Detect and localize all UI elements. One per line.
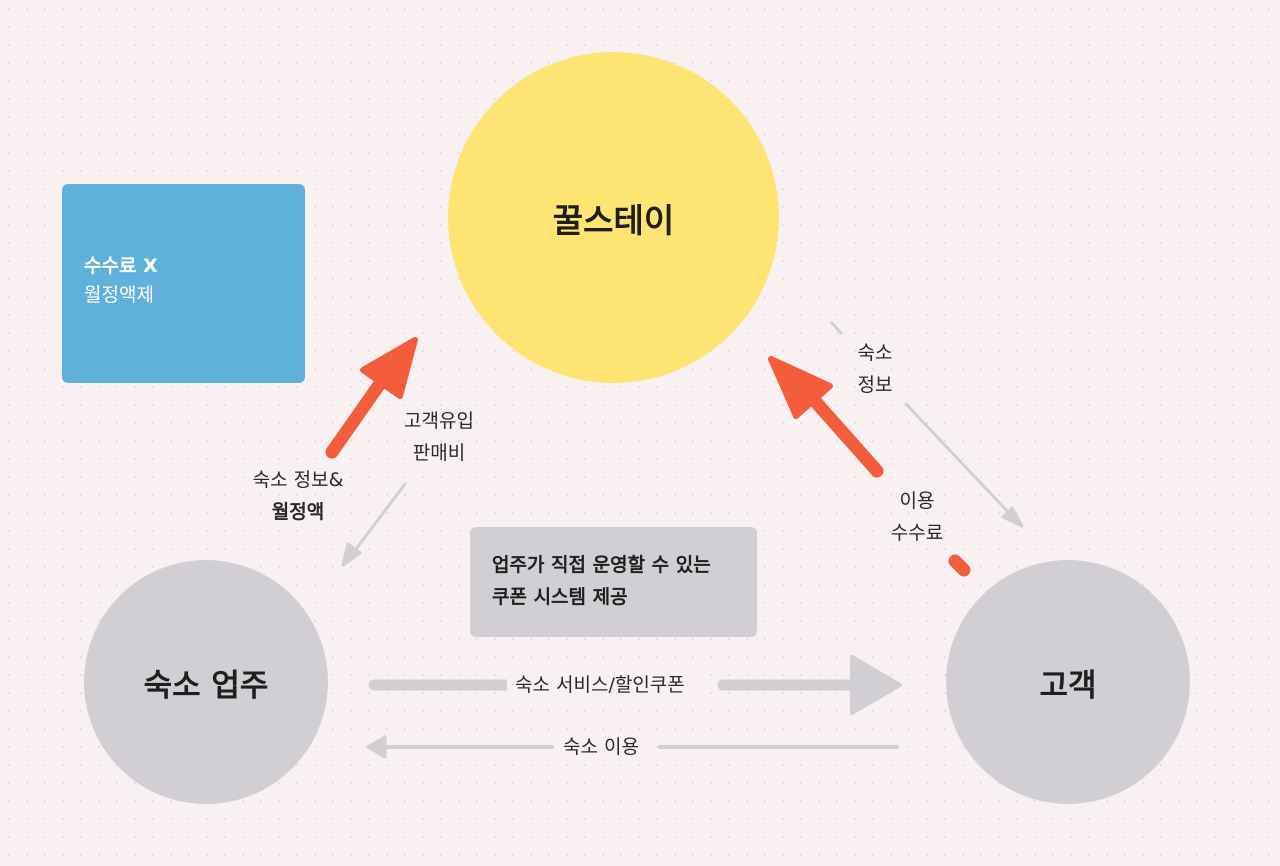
edge-label-main-to-host-line1: 고객유입 (404, 410, 474, 432)
edge-label-customer-to-main-line1: 이용 (899, 490, 935, 512)
node-host-label: 숙소 업주 (143, 667, 269, 704)
arrow-host-to-main (325, 337, 418, 459)
node-kkulstay: 꿀스테이 (448, 52, 779, 383)
arrow-main-to-host (341, 482, 407, 567)
arrow-host-to-customer (368, 655, 902, 715)
coupon-note-line1: 업주가 직접 운영할 수 있는 (492, 554, 711, 576)
edge-label-main-to-host: 고객유입 판매비 (385, 405, 493, 469)
arrow-customer-to-main (768, 356, 971, 577)
edge-label-main-to-customer-line1: 숙소 (857, 342, 893, 364)
edge-label-customer-to-main: 이용 수수료 (872, 485, 962, 549)
fee-note-title: 수수료 X (84, 255, 158, 277)
node-customer-label: 고객 (1039, 667, 1097, 704)
edge-label-main-to-customer-line2: 정보 (857, 374, 893, 396)
node-kkulstay-label: 꿀스테이 (552, 200, 675, 240)
edge-label-main-to-customer: 숙소 정보 (840, 337, 910, 401)
arrow-customer-to-host (366, 735, 899, 759)
coupon-note-line2: 쿠폰 시스템 제공 (492, 586, 628, 608)
edge-label-host-to-main-line1: 숙소 정보& (252, 469, 344, 491)
edge-label-host-to-main-line2: 월정액 (271, 501, 325, 523)
fee-note: 수수료 X 월정액제 (62, 184, 305, 383)
edge-label-host-to-customer: 숙소 서비스/할인쿠폰 (507, 672, 693, 698)
node-host: 숙소 업주 (84, 560, 328, 804)
node-customer: 고객 (946, 560, 1190, 804)
edge-label-main-to-host-line2: 판매비 (412, 442, 466, 464)
arrow-main-to-customer (830, 321, 1024, 528)
edge-label-customer-to-host: 숙소 이용 (555, 734, 647, 760)
fee-note-subtitle: 월정액제 (84, 284, 154, 306)
edge-label-host-to-main: 숙소 정보& 월정액 (238, 464, 358, 528)
coupon-note: 업주가 직접 운영할 수 있는 쿠폰 시스템 제공 (470, 527, 757, 637)
edge-label-customer-to-main-line2: 수수료 (890, 522, 944, 544)
